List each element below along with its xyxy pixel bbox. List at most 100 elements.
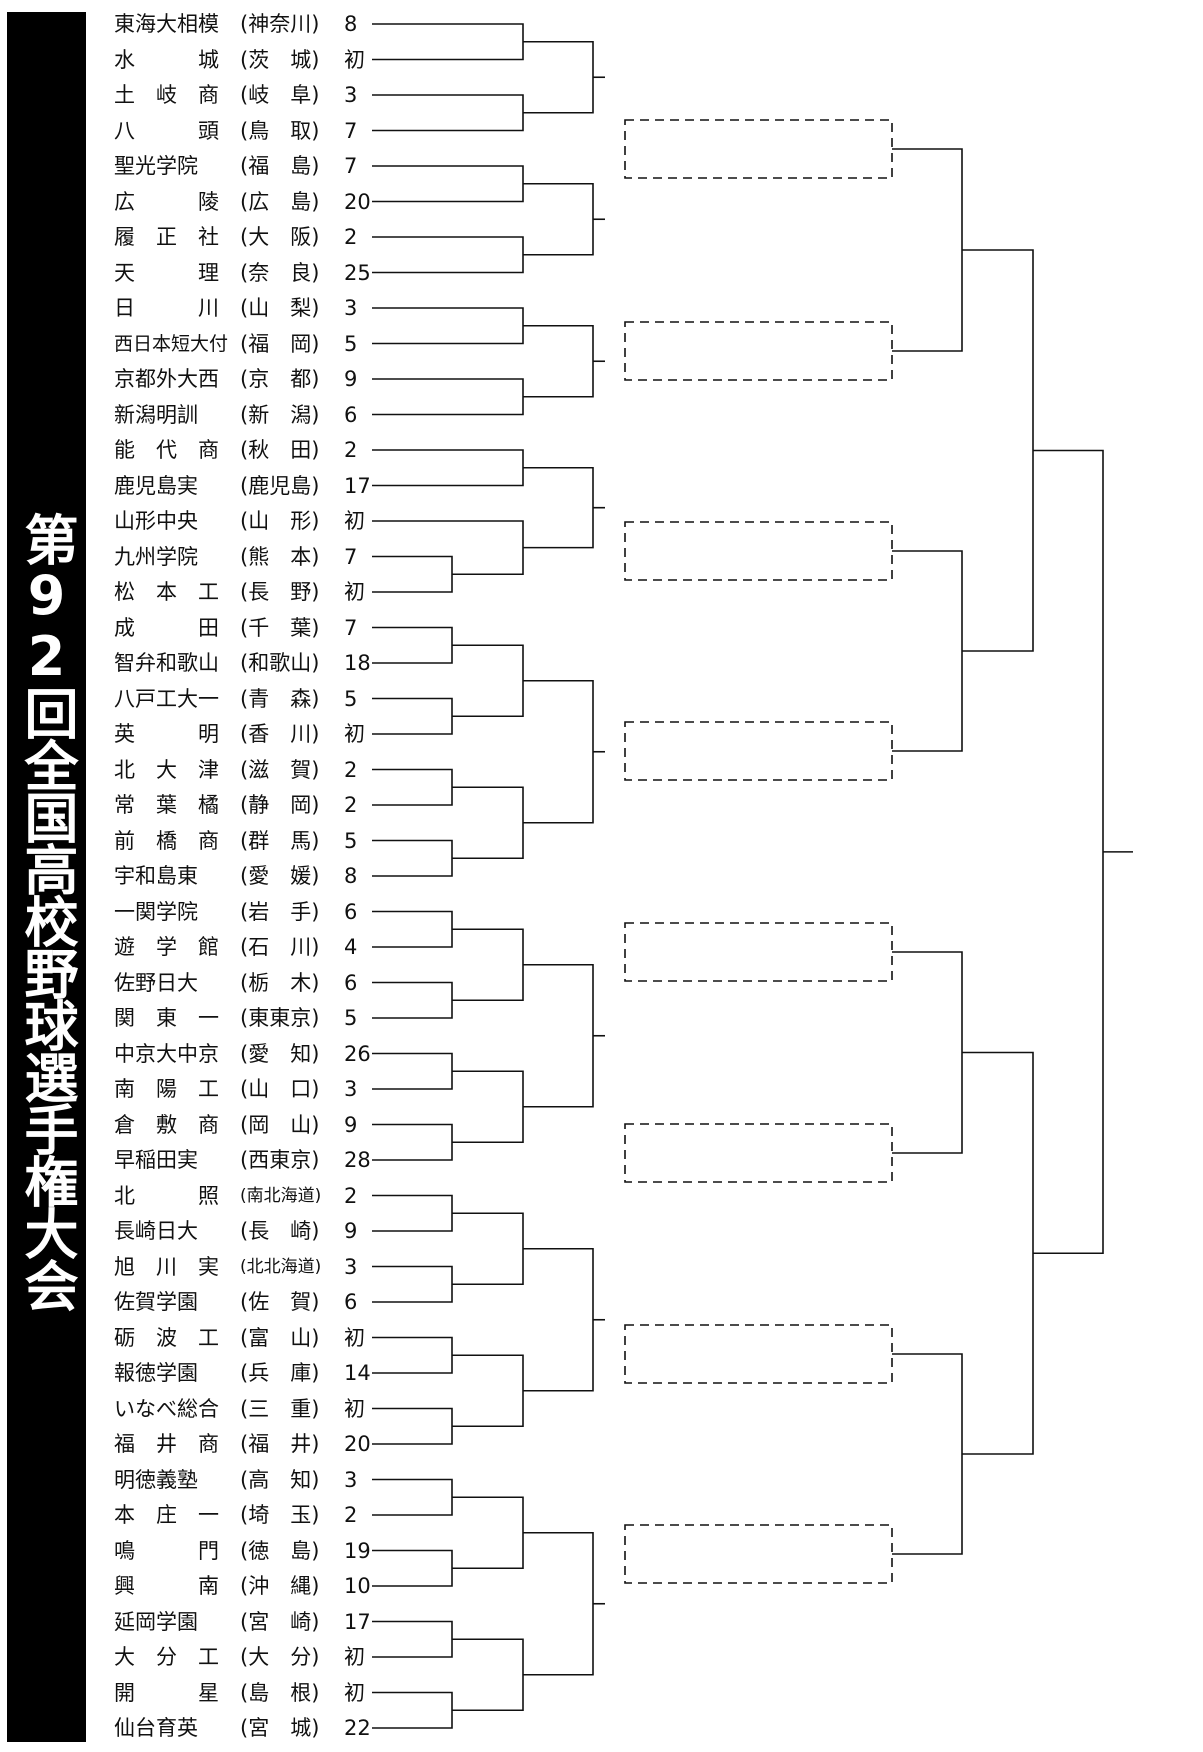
appearance-count: 3 [344, 1077, 358, 1101]
appearance-count: 8 [344, 12, 358, 36]
appearance-count: 5 [344, 1006, 358, 1030]
appearance-count: 5 [344, 331, 358, 356]
team-row: 福 井 商(福 井)20 [114, 1429, 374, 1459]
prefecture: (滋 賀) [240, 757, 320, 782]
prefecture: (島 根) [240, 1680, 320, 1705]
prefecture: (佐 賀) [240, 1290, 320, 1314]
match-line [452, 1212, 524, 1286]
team-row: 明徳義塾 (高 知) 3 [114, 1465, 374, 1495]
team-row: 聖光学院(福 島)7 [114, 151, 374, 181]
team-row: 関 東 一(東東京)5 [114, 1003, 374, 1033]
prefecture: (茨 城) [240, 47, 320, 72]
appearance-count: 6 [344, 402, 358, 427]
appearance-count: 7 [344, 615, 358, 640]
appearance-count: 4 [344, 935, 358, 959]
appearance-count: 2 [344, 1503, 358, 1527]
team-row: 天 理(奈 良)25 [114, 258, 374, 288]
match-line [523, 963, 594, 1108]
result-box [624, 521, 893, 581]
appearance-count: 5 [344, 686, 358, 711]
match-line [372, 165, 524, 203]
match-line [892, 1353, 963, 1555]
match-line [962, 1051, 1034, 1455]
team-row: 倉 敷 商(岡 山)9 [114, 1110, 374, 1140]
match-line [523, 466, 594, 549]
appearance-count: 初 [344, 722, 365, 746]
match-line [372, 1265, 453, 1303]
prefecture: (大 阪) [240, 225, 320, 249]
team-row: 前 橋 商(群 馬)5 [114, 826, 374, 856]
team-row: 八 頭(鳥 取)7 [114, 116, 374, 146]
appearance-count: 初 [344, 1680, 365, 1705]
appearance-count: 3 [344, 1467, 358, 1492]
prefecture: (沖 縄) [240, 1574, 320, 1598]
match-line [523, 324, 594, 398]
school-name: 英 明 [114, 722, 219, 746]
school-name: 南 陽 工 [114, 1077, 219, 1101]
appearance-count: 18 [344, 651, 371, 675]
school-name: 土 岐 商 [114, 83, 219, 107]
match-line [452, 644, 524, 718]
prefecture: (岐 阜) [240, 83, 320, 107]
team-row: 本 庄 一(埼 玉)2 [114, 1500, 374, 1530]
match-line [892, 951, 963, 1154]
prefecture: (和歌山) [240, 651, 320, 675]
appearance-count: 3 [344, 296, 358, 320]
prefecture: (北北海道) [240, 1256, 322, 1277]
school-name: 鳴 門 [114, 1538, 219, 1563]
match-line [372, 1478, 453, 1516]
team-row: 宇和島東(愛 媛)8 [114, 861, 374, 891]
appearance-count: 10 [344, 1574, 371, 1598]
school-name: 履 正 社 [114, 225, 219, 249]
tournament-title: 第92回全国高校野球選手権大会 [15, 512, 78, 1310]
school-name: 福 井 商 [114, 1432, 219, 1456]
title-banner: 第92回全国高校野球選手権大会 [7, 12, 86, 1742]
prefecture: (兵 庫) [240, 1361, 320, 1385]
team-row: 智弁和歌山 (和歌山) 18 [114, 648, 374, 678]
team-row: 土 岐 商 (岐 阜) 3 [114, 80, 374, 110]
match-line [372, 1549, 453, 1587]
team-row: 能 代 商(秋 田)2 [114, 435, 374, 465]
team-row: 八戸工大一(青 森)5 [114, 684, 374, 714]
team-row: 遊 学 館(石 川)4 [114, 932, 374, 962]
team-row: 西日本短大付(福 岡)5 [114, 329, 374, 359]
team-row: 日 川(山 梨)3 [114, 293, 374, 323]
appearance-count: 初 [344, 509, 365, 533]
prefecture: (高 知) [240, 1467, 320, 1492]
school-name: 中京大中京 [114, 1041, 219, 1066]
school-name: 開 星 [114, 1680, 219, 1705]
team-row: 延岡学園(宮 崎)17 [114, 1607, 374, 1637]
match-line [892, 550, 963, 752]
result-box [624, 119, 893, 179]
school-name: 智弁和歌山 [114, 651, 219, 675]
appearance-count: 19 [344, 1538, 371, 1563]
team-row: 九州学院(熊 本)7 [114, 542, 374, 572]
appearance-count: 20 [344, 189, 371, 214]
appearance-count: 3 [344, 83, 358, 107]
match-line [372, 23, 524, 61]
prefecture: (山 口) [240, 1077, 320, 1101]
prefecture: (群 馬) [240, 828, 320, 853]
match-line [372, 378, 524, 416]
team-row: 新潟明訓(新 潟)6 [114, 400, 374, 430]
prefecture: (福 岡) [240, 331, 320, 356]
appearance-count: 9 [344, 367, 358, 391]
team-row: 興 南(沖 縄)10 [114, 1571, 374, 1601]
team-row: 北 大 津(滋 賀)2 [114, 755, 374, 785]
school-name: 聖光学院 [114, 154, 198, 178]
prefecture: (三 重) [240, 1396, 320, 1421]
appearance-count: 2 [344, 1183, 358, 1208]
prefecture: (東東京) [240, 1006, 320, 1030]
result-box [624, 1324, 893, 1384]
appearance-count: 初 [344, 1396, 365, 1421]
match-line [372, 555, 453, 593]
team-row: 鳴 門(徳 島)19 [114, 1536, 374, 1566]
school-name: 松 本 工 [114, 580, 219, 604]
match-line [452, 1638, 524, 1712]
team-row: 履 正 社(大 阪)2 [114, 222, 374, 252]
school-name: いなべ総合 [114, 1396, 219, 1421]
appearance-count: 9 [344, 1219, 358, 1243]
school-name: 遊 学 館 [114, 935, 219, 959]
school-name: 大 分 工 [114, 1645, 219, 1669]
school-name: 明徳義塾 [114, 1467, 198, 1492]
